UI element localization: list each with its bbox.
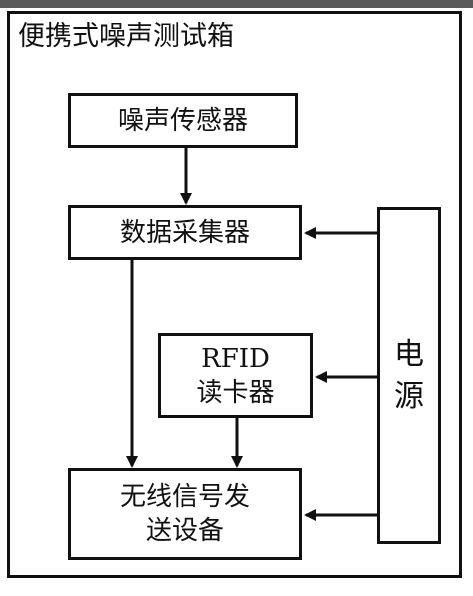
window-top-bar xyxy=(0,0,473,8)
data-collector-box: 数据采集器 xyxy=(68,205,302,260)
power-supply-label-char-2: 源 xyxy=(394,378,424,414)
rfid-reader-label-line-2: 读卡器 xyxy=(196,377,275,408)
noise-sensor-label: 噪声传感器 xyxy=(117,105,248,136)
test-box-frame xyxy=(7,11,462,578)
wireless-transmitter-label-line-1: 无线信号发 xyxy=(119,482,250,512)
rfid-reader-box: RFID 读卡器 xyxy=(158,333,313,418)
power-supply-box: 电 源 xyxy=(377,207,441,544)
power-supply-label-char-1: 电 xyxy=(394,336,424,372)
wireless-transmitter-box: 无线信号发 送设备 xyxy=(68,468,302,560)
wireless-transmitter-label-line-2: 送设备 xyxy=(145,516,224,546)
rfid-reader-label-line-1: RFID xyxy=(201,343,270,374)
diagram-title: 便携式噪声测试箱 xyxy=(18,21,234,52)
noise-sensor-box: 噪声传感器 xyxy=(68,93,298,148)
data-collector-label: 数据采集器 xyxy=(119,217,250,248)
